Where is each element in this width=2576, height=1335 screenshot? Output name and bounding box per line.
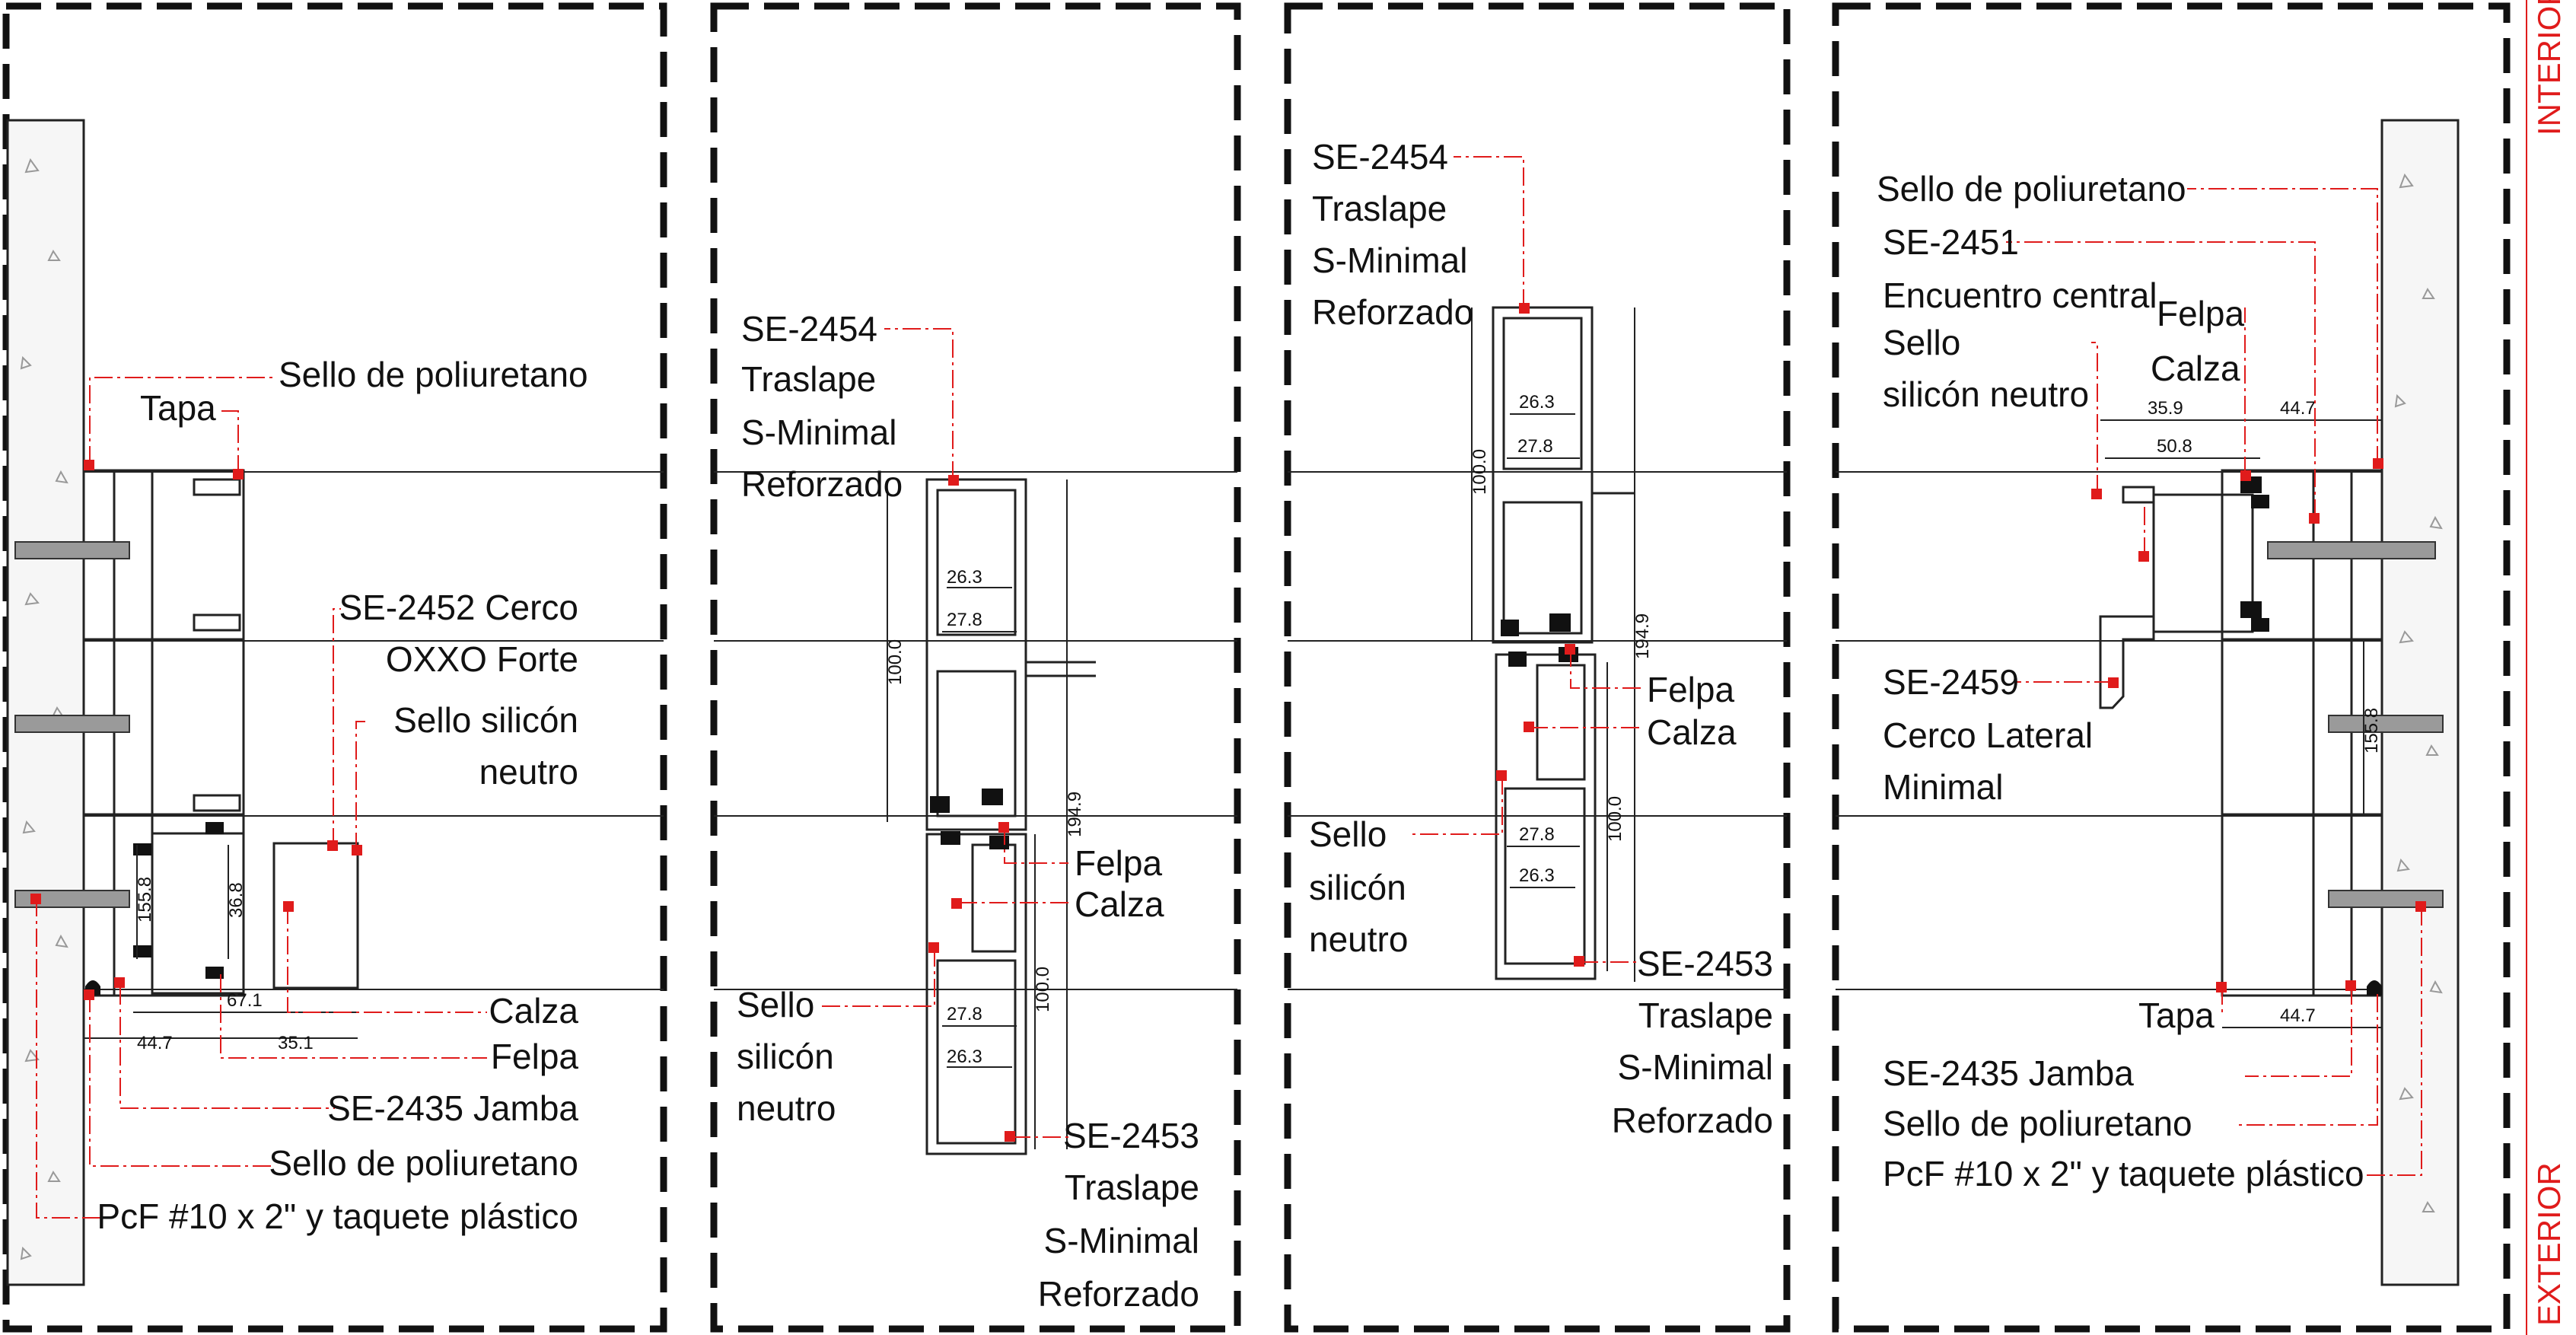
panel-1: 155.8 36.8 67.1 44.7 35.1 Sello de poliu… — [6, 119, 664, 1286]
panel-4-enc-line1: SE-2451 — [1883, 222, 2019, 262]
panel-1-dim-67: 67.1 — [227, 990, 263, 1011]
panel-3-bot-line2: Traslape — [1638, 996, 1773, 1035]
panel-4-lateral-line2: Cerco Lateral — [1883, 715, 2093, 755]
panel-1-sello-silicon-line2: neutro — [479, 752, 578, 792]
panel-3-top-line2: Traslape — [1312, 189, 1447, 228]
panel-4: 35.9 44.7 50.8 155.8 44.7 Sello de poliu… — [1836, 119, 2460, 1286]
panel-4-lateral-line1: SE-2459 — [1883, 662, 2019, 702]
panel-4-cerco-lateral — [2099, 615, 2155, 709]
panel-1-sello-poliuretano-bottom: Sello de poliuretano — [269, 1143, 578, 1183]
panel-2-lower-profile — [925, 833, 1027, 1155]
panel-4-wall-texture — [2394, 173, 2443, 1212]
panel-4-felpa: Felpa — [2157, 294, 2244, 333]
panel-2-frame — [710, 2, 1241, 1333]
panel-1-cerco-profile — [151, 832, 245, 995]
panel-2-bot-line3: S-Minimal — [1044, 1221, 1199, 1260]
panel-3-sello-line2: silicón — [1309, 868, 1406, 907]
panel-3-bot-line4: Reforzado — [1612, 1101, 1773, 1140]
panel-2-dim-27a: 27.8 — [947, 610, 982, 630]
panel-3-felpa: Felpa — [1647, 670, 1734, 709]
panel-4-sello-line1: Sello — [1883, 323, 1960, 362]
panel-4-dim-44a: 44.7 — [2280, 398, 2316, 419]
panel-4-lateral-line3: Minimal — [1883, 767, 2003, 807]
panel-2-bot-line1: SE-2453 — [1063, 1116, 1199, 1155]
panel-3-top-line1: SE-2454 — [1312, 137, 1448, 177]
panel-1-cerco-line1: SE-2452 Cerco — [339, 588, 579, 627]
panel-4-dim-50: 50.8 — [2157, 436, 2192, 457]
panel-4-sello-poliuretano-bottom: Sello de poliuretano — [1883, 1104, 2192, 1143]
panel-4-dim-35: 35.9 — [2148, 398, 2183, 419]
exterior-label: EXTERIOR — [2531, 1162, 2567, 1326]
panel-1-frame — [2, 2, 667, 1333]
panel-4-jamba: SE-2435 Jamba — [1883, 1053, 2134, 1093]
panel-4-encuentro-profile — [2152, 493, 2254, 633]
panel-3-upper-profile — [1492, 306, 1594, 644]
panel-2-bot-line2: Traslape — [1065, 1168, 1199, 1207]
panel-3-frame — [1284, 2, 1791, 1333]
panel-2-dim-27b: 27.8 — [947, 1004, 982, 1024]
panel-3-bot-line1: SE-2453 — [1637, 944, 1773, 983]
panel-2-upper-profile — [925, 478, 1027, 831]
panel-4-enc-line2: Encuentro central — [1883, 276, 2157, 315]
panel-2-calza: Calza — [1075, 884, 1164, 924]
panel-3-dim-27a: 27.8 — [1517, 436, 1553, 457]
panel-2-dim-100b: 100.0 — [1033, 967, 1053, 1012]
panel-1-pcf: PcF #10 x 2" y taquete plástico — [97, 1196, 578, 1236]
panel-1-concrete-wall — [6, 119, 85, 1286]
interior-label: INTERIOR — [2531, 0, 2567, 135]
panel-2-dim-100a: 100.0 — [885, 639, 906, 685]
panel-2-top-line1: SE-2454 — [741, 309, 877, 349]
panel-3-top-line3: S-Minimal — [1312, 241, 1467, 280]
panel-1-felpa: Felpa — [491, 1037, 578, 1076]
panel-3-sello-line3: neutro — [1309, 919, 1408, 959]
panel-4-sello-poliuretano-top: Sello de poliuretano — [1877, 169, 2186, 209]
panel-2-top-line3: S-Minimal — [741, 413, 896, 452]
panel-4-concrete-wall — [2380, 119, 2460, 1286]
panel-1-sello-silicon-line1: Sello silicón — [393, 700, 578, 740]
panel-4-frame — [1832, 2, 2511, 1333]
panel-2-dim-26b: 26.3 — [947, 1047, 982, 1067]
panel-1-cerco-line2: OXXO Forte — [386, 639, 578, 679]
panel-3-sello-line1: Sello — [1309, 814, 1387, 854]
panel-4-tapa: Tapa — [2138, 996, 2215, 1035]
panel-3: 26.3 27.8 100.0 194.9 27.8 26.3 100.0 SE… — [1288, 137, 1787, 1140]
panel-4-pcf: PcF #10 x 2" y taquete plástico — [1883, 1154, 2364, 1193]
panel-1-dim-44: 44.7 — [137, 1033, 173, 1053]
panel-3-bot-line3: S-Minimal — [1618, 1047, 1773, 1087]
panel-1-wall-texture — [20, 158, 68, 1260]
panel-3-dim-194: 194.9 — [1632, 613, 1653, 659]
panel-2-top-line4: Reforzado — [741, 464, 903, 504]
panel-1-dim-36: 36.8 — [226, 882, 247, 918]
panel-1-sello-poliuretano-top: Sello de poliuretano — [279, 355, 588, 394]
panel-4-sello-line2: silicón neutro — [1883, 374, 2089, 414]
panel-2-bot-line4: Reforzado — [1038, 1274, 1199, 1314]
panel-3-top-line4: Reforzado — [1312, 292, 1473, 332]
panel-2-dim-26a: 26.3 — [947, 567, 982, 588]
panel-3-dim-26a: 26.3 — [1519, 392, 1555, 413]
panel-1-calza: Calza — [489, 991, 578, 1031]
panel-3-lower-profile — [1495, 653, 1597, 980]
panel-3-dim-100b: 100.0 — [1605, 796, 1626, 842]
panel-1-tapa: Tapa — [140, 388, 216, 428]
panel-4-dim-155: 155.8 — [2361, 708, 2382, 754]
panel-2: 26.3 27.8 100.0 194.9 27.8 26.3 100.0 SE… — [714, 309, 1237, 1314]
panel-2-sello-line3: neutro — [737, 1088, 836, 1128]
panel-1-jamba: SE-2435 Jamba — [327, 1088, 578, 1128]
panel-2-dim-194: 194.9 — [1065, 792, 1085, 837]
panel-1-dim-35: 35.1 — [278, 1033, 314, 1053]
panel-2-sello-line2: silicón — [737, 1037, 834, 1076]
panel-3-dim-100a: 100.0 — [1469, 449, 1490, 495]
panel-2-sello-line1: Sello — [737, 985, 814, 1024]
panel-3-dim-26b: 26.3 — [1519, 865, 1555, 886]
panel-2-felpa: Felpa — [1075, 843, 1162, 883]
panel-3-dim-27b: 27.8 — [1519, 824, 1555, 845]
panel-3-calza: Calza — [1647, 712, 1737, 752]
panel-2-top-line2: Traslape — [741, 359, 876, 399]
panel-4-dim-44b: 44.7 — [2280, 1005, 2316, 1026]
panel-4-calza: Calza — [2151, 349, 2240, 388]
panel-1-dim-155: 155.8 — [135, 877, 155, 922]
